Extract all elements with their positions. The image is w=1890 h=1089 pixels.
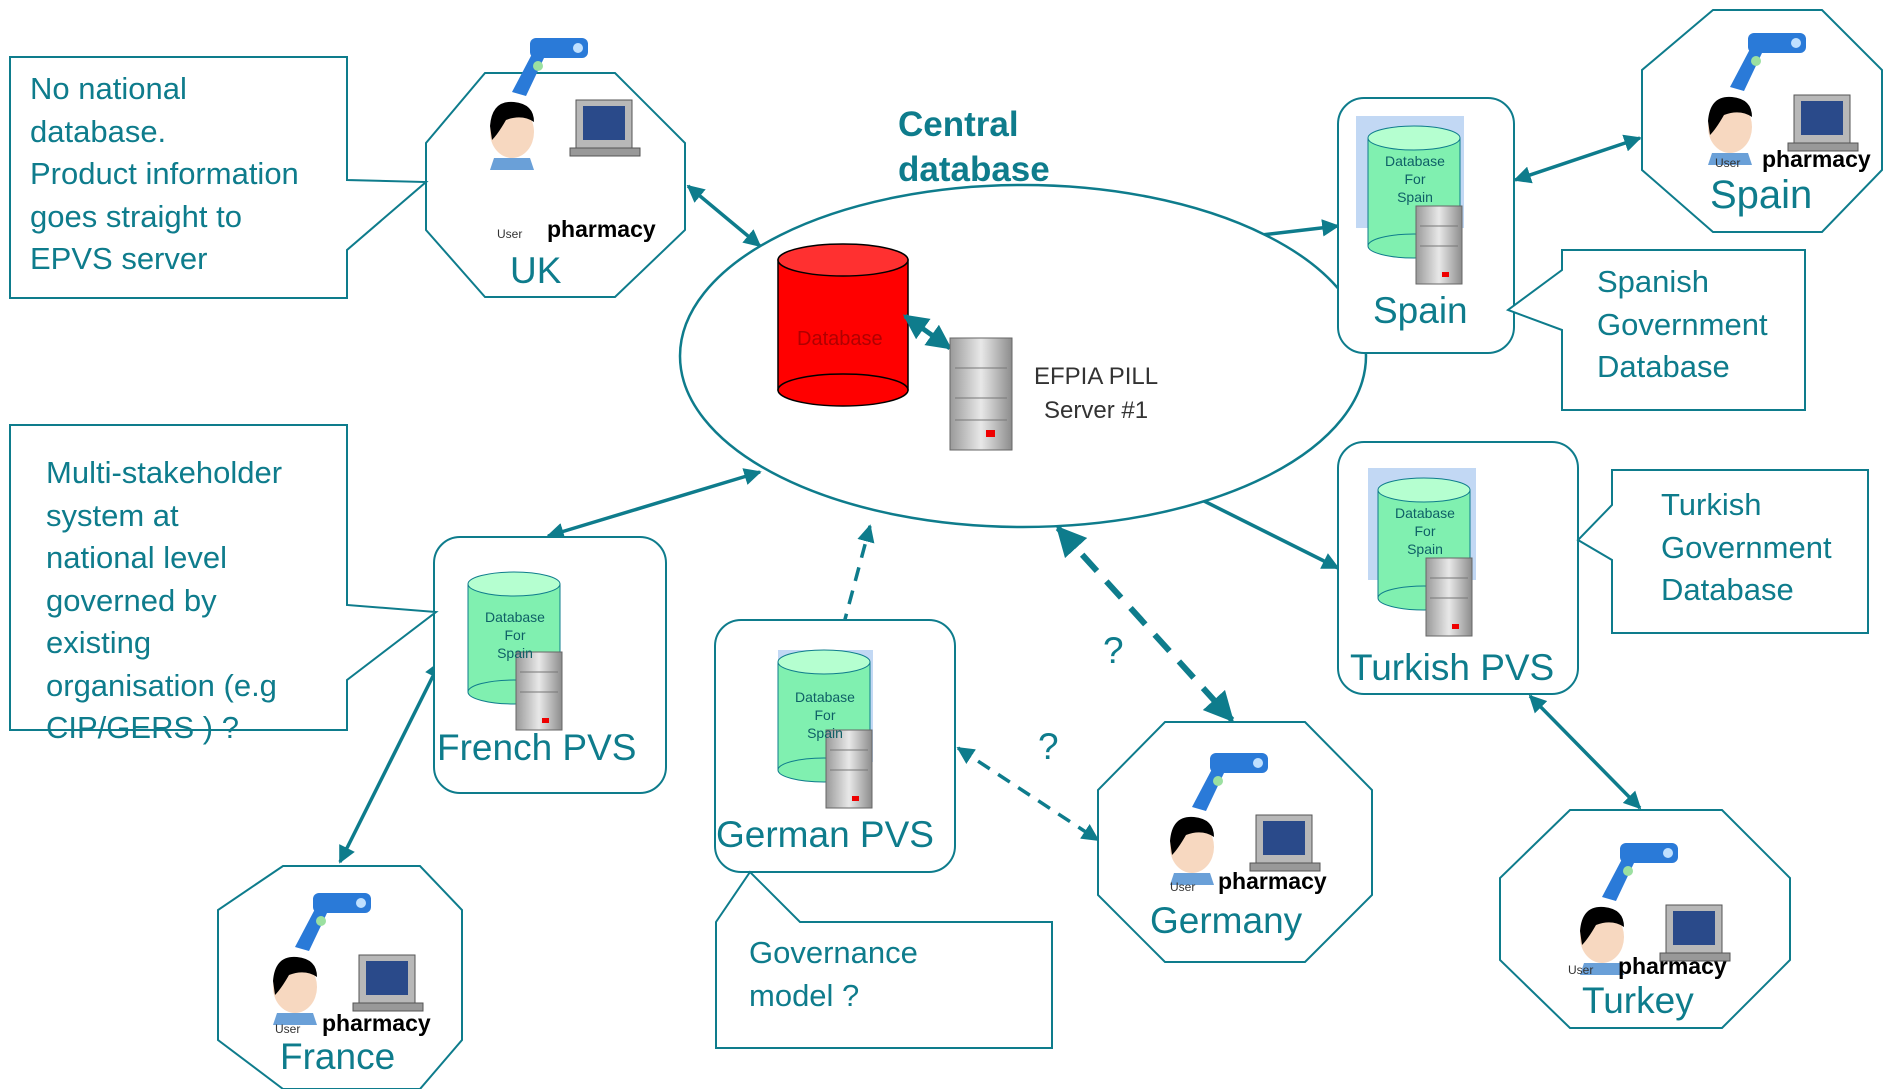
spain-station-octagon [1641, 9, 1883, 233]
germany-label: Germany [1150, 900, 1303, 941]
french-pvs-box [433, 536, 667, 794]
spain-pvs-box [1337, 97, 1515, 354]
uk-label: UK [510, 250, 562, 291]
german-pvs-label: German PVS [716, 814, 934, 855]
link-germany-central [1055, 525, 1235, 723]
uk-pharmacy-text: pharmacy [547, 216, 656, 242]
turkey-user-text: User [1568, 963, 1594, 977]
turkish-pvs-box [1337, 441, 1579, 695]
spain-user-text: User [1715, 156, 1741, 170]
uk-station-octagon [425, 37, 686, 298]
link-german-germany [956, 746, 1100, 842]
german-pvs-box [714, 619, 956, 873]
germany-callout [715, 870, 1053, 1049]
france-callout [9, 424, 439, 731]
turkey-callout [1576, 469, 1869, 634]
uk-user-text: User [497, 227, 523, 241]
spain-callout-text: Spanish Government Database [1597, 264, 1768, 384]
turkey-label: Turkey [1582, 980, 1694, 1021]
link-turkish-turkey [1528, 694, 1642, 810]
spain-callout [1505, 249, 1806, 411]
central-database-icon [777, 243, 909, 407]
efpia-server-icon [949, 337, 1013, 451]
spain-pharmacy-text: pharmacy [1762, 146, 1871, 172]
turkey-callout-text: Turkish Government Database [1661, 487, 1832, 607]
spain-pvs-label: Spain [1373, 290, 1468, 331]
efpia-server-label: EFPIA PILL Server #1 [1034, 363, 1159, 424]
germany-callout-text: Governance model ? [749, 935, 918, 1013]
link-french-central [546, 468, 762, 540]
link-spain-user [1513, 134, 1642, 184]
germany-user-text: User [1170, 880, 1196, 894]
uk-callout [9, 56, 429, 299]
central-database-title: Central database [898, 105, 1050, 189]
france-label: France [280, 1036, 396, 1077]
question-mark-germany-central: ? [1103, 630, 1124, 671]
spain-station-label: Spain [1710, 173, 1813, 217]
turkish-pvs-label: Turkish PVS [1350, 647, 1555, 688]
germany-station-octagon [1097, 721, 1373, 963]
central-database-label: Database [797, 328, 883, 350]
france-station-octagon [217, 865, 463, 1089]
germany-pharmacy-text: pharmacy [1218, 868, 1327, 894]
french-pvs-label: French PVS [437, 727, 637, 768]
link-french-france [338, 660, 442, 864]
france-user-text: User [275, 1022, 301, 1036]
turkey-pharmacy-text: pharmacy [1618, 953, 1727, 979]
turkey-station-octagon [1499, 809, 1791, 1029]
question-mark-german-germany: ? [1038, 726, 1059, 767]
uk-callout-text: No national database. Product informatio… [30, 71, 299, 276]
link-uk-central [686, 184, 762, 248]
france-callout-text: Multi-stakeholder system at national lev… [46, 455, 283, 745]
france-pharmacy-text: pharmacy [322, 1010, 431, 1036]
